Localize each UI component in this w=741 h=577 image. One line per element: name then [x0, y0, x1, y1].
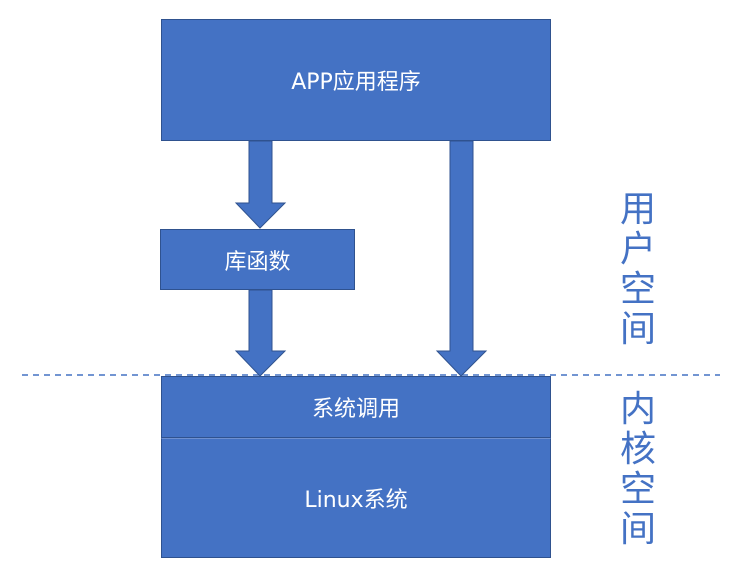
linux-system-label: Linux系统: [304, 488, 408, 513]
arrow-app-to-syscall: [435, 140, 488, 377]
app-program-box: APP应用程序: [161, 19, 551, 141]
user-space-label: 用户空间: [619, 189, 656, 350]
linux-system-box: Linux系统: [161, 438, 551, 558]
kernel-space-label: 内核空间: [619, 389, 656, 550]
library-functions-box: 库函数: [160, 229, 355, 290]
system-call-label: 系统调用: [311, 397, 400, 422]
arrow-lib-to-syscall: [234, 289, 287, 377]
arrow-app-to-lib: [234, 140, 287, 229]
library-functions-label: 库函数: [224, 249, 291, 275]
app-program-label: APP应用程序: [291, 70, 421, 95]
system-call-box: 系统调用: [161, 376, 551, 438]
